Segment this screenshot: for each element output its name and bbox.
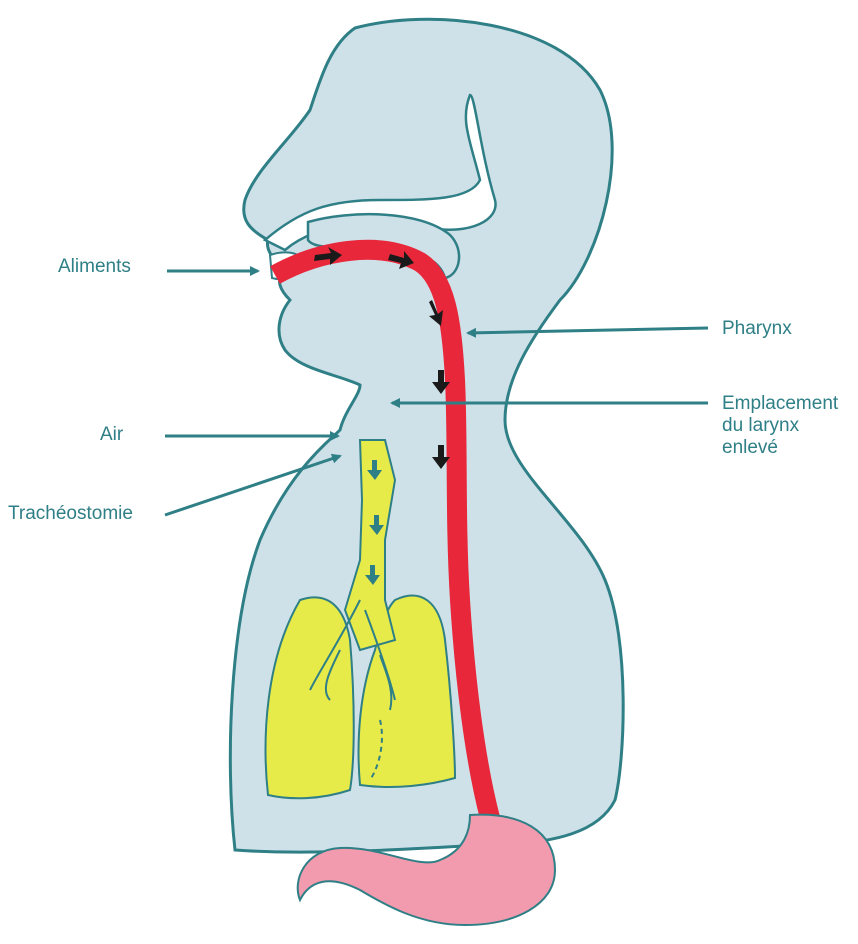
label-air: Air: [100, 424, 123, 446]
label-pharynx: Pharynx: [722, 318, 792, 340]
label-emplacement-larynx: Emplacement du larynx enlevé: [722, 393, 858, 459]
label-aliments: Aliments: [58, 256, 131, 278]
label-tracheostomie: Trachéostomie: [8, 503, 133, 525]
label-emplacement-line2: du larynx: [722, 415, 858, 437]
label-emplacement-line3: enlevé: [722, 437, 858, 459]
label-emplacement-line1: Emplacement: [722, 393, 858, 415]
